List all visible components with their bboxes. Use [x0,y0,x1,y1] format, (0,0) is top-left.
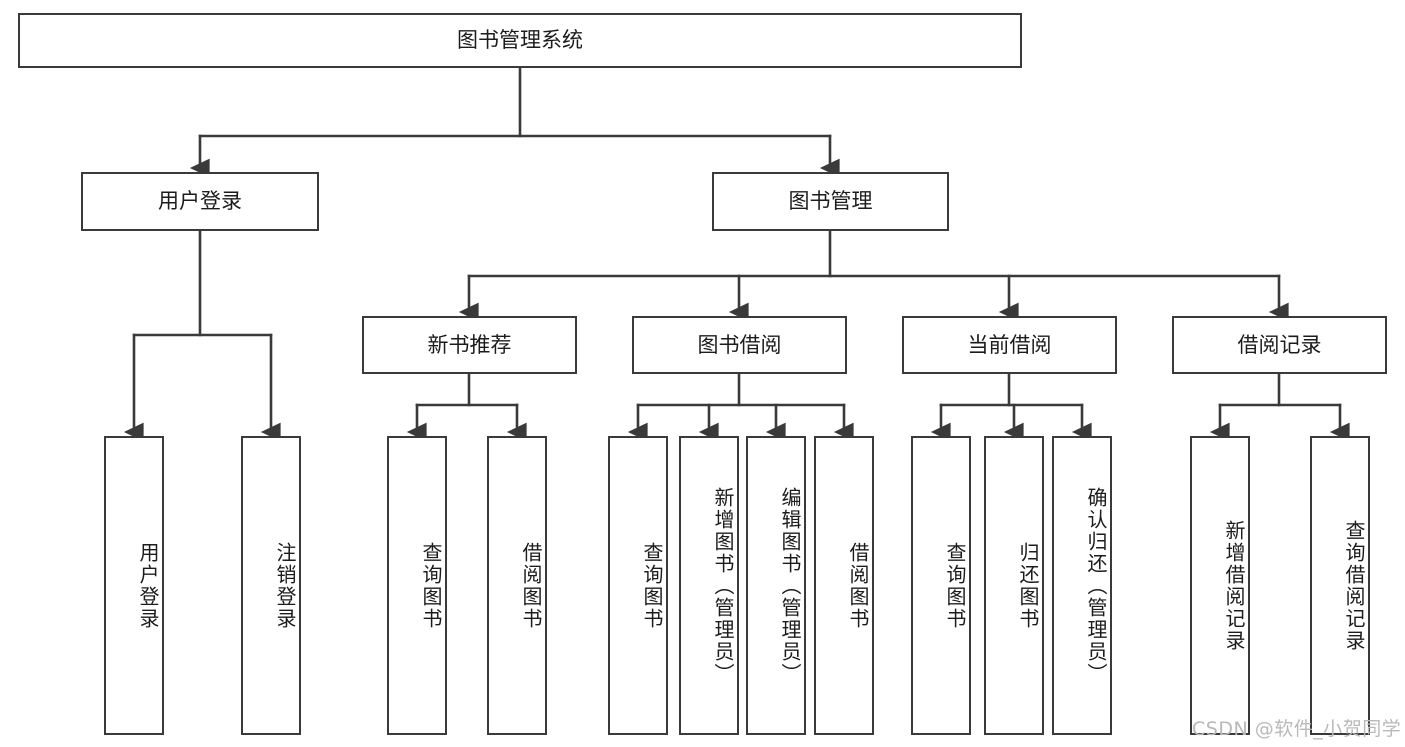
node-leaf-edit-book-admin[interactable]: 编辑图书（管理员） [746,436,806,735]
node-current-borrow-label: 当前借阅 [967,332,1052,357]
node-book-borrow[interactable]: 图书借阅 [632,316,847,374]
node-leaf-borrow-book-1[interactable]: 借阅图书 [487,436,547,735]
node-leaf-add-borrow-record-label: 新增借阅记录 [1222,519,1246,652]
node-leaf-return-book-label: 归还图书 [1016,541,1040,630]
node-book-manage-label: 图书管理 [788,189,873,214]
node-leaf-query-borrow-record-label: 查询借阅记录 [1342,519,1366,652]
node-leaf-query-book-1-label: 查询图书 [419,541,443,630]
node-leaf-add-book-admin[interactable]: 新增图书（管理员） [679,436,739,735]
node-leaf-query-book-3[interactable]: 查询图书 [911,436,971,735]
node-current-borrow[interactable]: 当前借阅 [902,316,1117,374]
node-leaf-user-login[interactable]: 用户登录 [104,436,164,735]
node-leaf-add-book-admin-label: 新增图书（管理员） [711,486,735,685]
node-new-book-recommend-label: 新书推荐 [427,332,512,357]
node-book-borrow-label: 图书借阅 [697,332,782,357]
node-leaf-query-borrow-record[interactable]: 查询借阅记录 [1310,436,1370,735]
node-borrow-record-label: 借阅记录 [1237,332,1322,357]
node-new-book-recommend[interactable]: 新书推荐 [362,316,577,374]
node-leaf-confirm-return-admin-label: 确认归还（管理员） [1084,486,1108,685]
node-leaf-query-book-1[interactable]: 查询图书 [387,436,447,735]
node-leaf-logout-login-label: 注销登录 [273,541,297,630]
node-root-system[interactable]: 图书管理系统 [18,13,1022,68]
node-root-system-label: 图书管理系统 [457,28,583,53]
node-leaf-borrow-book-1-label: 借阅图书 [519,541,543,630]
node-leaf-add-borrow-record[interactable]: 新增借阅记录 [1190,436,1250,735]
node-book-manage[interactable]: 图书管理 [712,172,949,231]
node-leaf-return-book[interactable]: 归还图书 [984,436,1044,735]
node-leaf-edit-book-admin-label: 编辑图书（管理员） [778,486,802,685]
node-borrow-record[interactable]: 借阅记录 [1172,316,1387,374]
node-user-login-label: 用户登录 [158,189,242,214]
node-leaf-query-book-2[interactable]: 查询图书 [608,436,668,735]
node-leaf-query-book-2-label: 查询图书 [640,541,664,630]
node-leaf-logout-login[interactable]: 注销登录 [241,436,301,735]
node-user-login[interactable]: 用户登录 [81,172,319,231]
node-leaf-borrow-book-2[interactable]: 借阅图书 [814,436,874,735]
node-leaf-confirm-return-admin[interactable]: 确认归还（管理员） [1052,436,1112,735]
csdn-watermark: CSDN @软件_小贺同学 [1192,718,1402,740]
node-leaf-borrow-book-2-label: 借阅图书 [846,541,870,630]
node-leaf-user-login-label: 用户登录 [136,541,160,630]
node-leaf-query-book-3-label: 查询图书 [943,541,967,630]
